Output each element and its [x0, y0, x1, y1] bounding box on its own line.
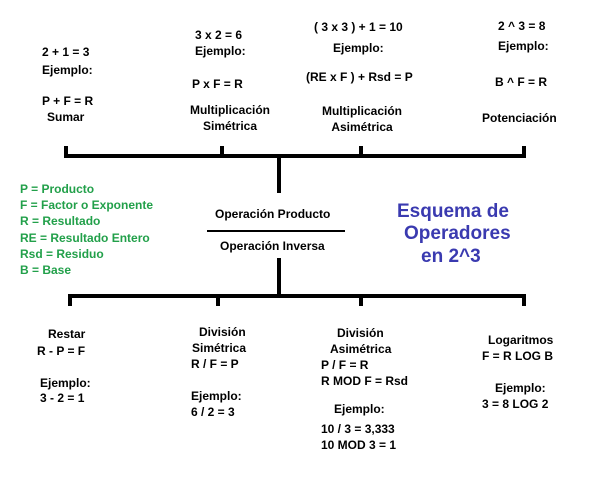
div-sim-name-2: Simétrica — [192, 341, 247, 355]
mult-sim-example-equation: 3 x 2 = 6 — [195, 28, 243, 42]
mult-sim-example-label: Ejemplo: — [195, 44, 246, 58]
logaritmos-example: 3 = 8 LOG 2 — [482, 397, 549, 411]
div-asim-example-2: 10 MOD 3 = 1 — [321, 438, 397, 452]
potenciacion-name: Potenciación — [482, 111, 557, 125]
legend-item-resultado-entero: RE = Resultado Entero — [20, 230, 150, 245]
potenciacion-example-label: Ejemplo: — [498, 39, 549, 53]
sumar-example-label: Ejemplo: — [42, 63, 93, 77]
title-line-1: Esquema de — [397, 201, 509, 222]
restar-example: 3 - 2 = 1 — [40, 391, 85, 405]
restar-example-label: Ejemplo: — [40, 376, 91, 390]
div-asim-name-2: Asimétrica — [330, 342, 392, 356]
sumar-example-equation: 2 + 1 = 3 — [42, 45, 90, 59]
legend-item-resultado: R = Resultado — [20, 214, 101, 229]
center-label-inversa: Operación Inversa — [220, 239, 325, 253]
sumar-formula: P + F = R — [42, 94, 94, 108]
div-sim-name-1: División — [199, 325, 246, 339]
mult-sim-name-1: Multiplicación — [189, 103, 270, 117]
legend-item-base: B = Base — [20, 263, 72, 278]
restar-name: Restar — [48, 327, 86, 341]
potenciacion-formula: B ^ F = R — [495, 75, 548, 89]
logaritmos-example-label: Ejemplo: — [495, 381, 546, 395]
mult-asim-example-label: Ejemplo: — [333, 41, 384, 55]
div-sim-example-label: Ejemplo: — [191, 389, 242, 403]
sumar-name: Sumar — [47, 110, 85, 124]
legend: P = Producto F = Factor o Exponente R = … — [20, 181, 153, 278]
div-asim-example-label: Ejemplo: — [334, 402, 385, 416]
legend-item-factor: F = Factor o Exponente — [20, 198, 154, 213]
div-sim-example: 6 / 2 = 3 — [191, 405, 235, 419]
div-asim-example-1: 10 / 3 = 3,333 — [321, 422, 395, 436]
center-label-producto: Operación Producto — [215, 207, 331, 221]
potenciacion-example-equation: 2 ^ 3 = 8 — [498, 19, 546, 33]
div-asim-name-1: División — [337, 326, 384, 340]
mult-sim-name-2: Simétrica — [202, 119, 258, 133]
mult-asim-formula: (RE x F ) + Rsd = P — [306, 70, 413, 84]
legend-item-producto: P = Producto — [20, 182, 95, 196]
logaritmos-formula: F = R LOG B — [482, 349, 554, 363]
div-asim-formula-1: P / F = R — [321, 358, 369, 372]
mult-asim-name-2: Asimétrica — [331, 120, 393, 134]
logaritmos-name: Logaritmos — [488, 333, 554, 347]
div-asim-formula-2: R MOD F = Rsd — [321, 374, 409, 388]
legend-item-residuo: Rsd = Residuo — [20, 246, 104, 261]
title-line-3: en 2^3 — [421, 246, 481, 267]
mult-asim-example-equation: ( 3 x 3 ) + 1 = 10 — [314, 20, 403, 34]
title-line-2: Operadores — [404, 223, 511, 244]
div-sim-formula: R / F = P — [191, 357, 239, 371]
mult-asim-name-1: Multiplicación — [321, 104, 402, 118]
restar-formula: R - P = F — [37, 344, 86, 358]
mult-sim-formula: P x F = R — [192, 77, 243, 91]
